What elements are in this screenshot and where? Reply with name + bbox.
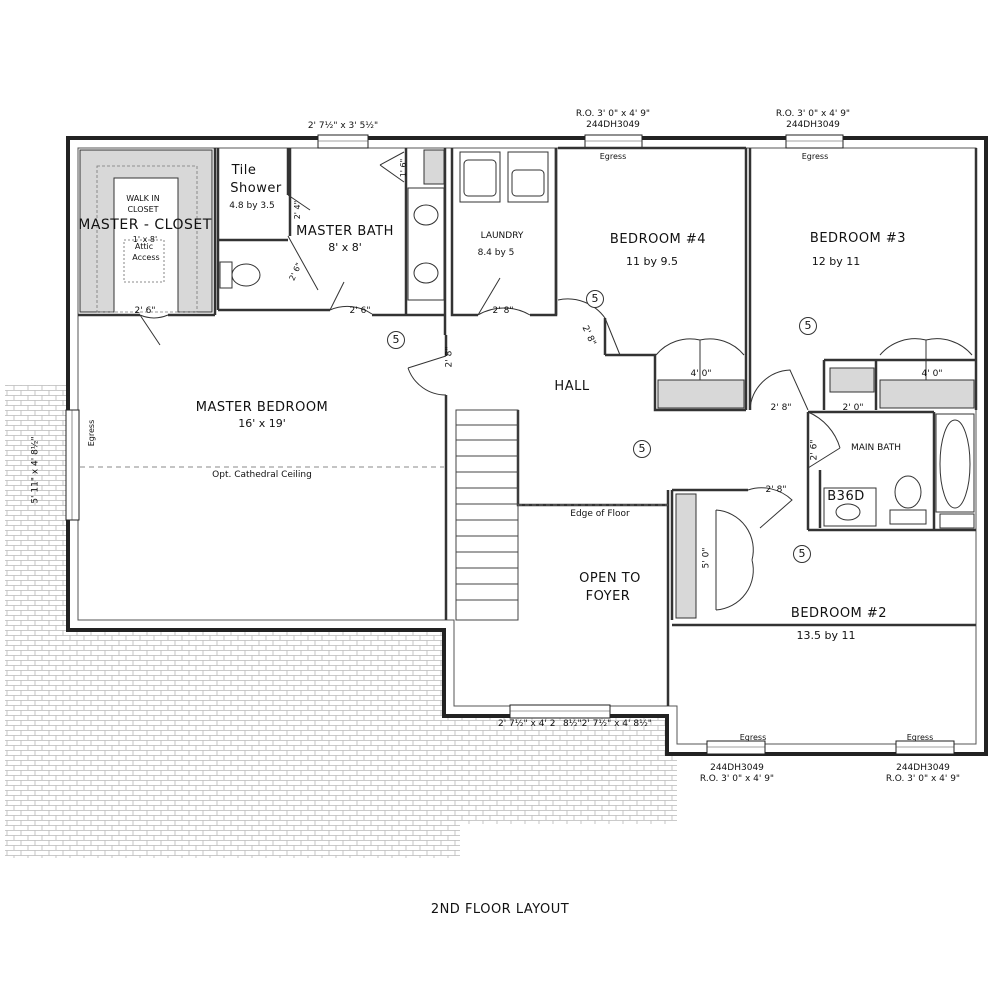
window-master-size: 5' 11" x 4' 8½": [30, 436, 41, 504]
door-bed2-dim: 2' 8": [765, 485, 787, 495]
edge-of-floor-label: Edge of Floor: [570, 509, 630, 519]
bed2-closet-dim: 5' 0": [701, 547, 712, 569]
window-bed3-ro: R.O. 3' 0" x 4' 9": [775, 109, 851, 119]
closet-label: CLOSET: [127, 205, 159, 214]
window-foyer-a: 2' 7½" x 4' 2: [498, 719, 556, 729]
egress-bed4: Egress: [599, 152, 627, 161]
door-main-bath-dim: 2' 6": [809, 439, 820, 461]
main-bath-label: MAIN BATH: [850, 443, 902, 453]
laundry-label: LAUNDRY: [480, 231, 524, 241]
closet-shelves: [79, 149, 975, 619]
foyer-label: FOYER: [585, 589, 631, 604]
marker-circle: 5: [799, 317, 817, 335]
staircase: [455, 409, 519, 621]
roof-area-front: [445, 716, 677, 824]
bath-fixtures: [219, 151, 975, 529]
egress-bed2-b: Egress: [906, 733, 934, 742]
window-foyer-b: 8½"2' 7½" x 4' 8½": [563, 719, 652, 729]
door-master-dim: 2' 8": [444, 346, 455, 368]
roof-area-left: [5, 385, 69, 633]
roof-area-lower-left: [5, 630, 460, 858]
exterior-wall: [66, 136, 988, 756]
door-bath-dim: 2' 6": [349, 306, 371, 316]
laundry-size: 8.4 by 5: [477, 248, 515, 258]
egress-bed3: Egress: [801, 152, 829, 161]
egress-bed2-a: Egress: [739, 733, 767, 742]
window-bed4-code: 244DH3049: [586, 120, 640, 130]
master-bedroom-size: 16' x 19': [238, 417, 286, 430]
window-bed3-code: 244DH3049: [786, 120, 840, 130]
attic-label: Attic: [134, 242, 154, 251]
hall-label: HALL: [554, 379, 590, 394]
window-bed4-ro: R.O. 3' 0" x 4' 9": [575, 109, 651, 119]
bedroom-4-size: 11 by 9.5: [626, 255, 678, 268]
bedroom-4-label: BEDROOM #4: [609, 232, 707, 247]
bedroom-3-label: BEDROOM #3: [809, 231, 907, 246]
master-bedroom-label: MASTER BEDROOM: [195, 400, 329, 415]
door-closet-dim: 2' 6": [134, 306, 156, 316]
cathedral-ceiling-label: Opt. Cathedral Ceiling: [212, 470, 312, 480]
bath-closet-dim: 1' 6": [399, 158, 408, 178]
window-openings: [65, 134, 955, 755]
marker-circle: 5: [586, 290, 604, 308]
tile-shower-size: 4.8 by 3.5: [229, 201, 275, 211]
attic-dim-label: 1' x 8': [132, 235, 158, 244]
bed3-closet-dim: 4' 0": [921, 369, 943, 379]
tile-label: Tile: [231, 163, 257, 178]
shower-label: Shower: [230, 181, 282, 196]
master-closet-label: MASTER - CLOSET: [78, 217, 212, 233]
door-bed3-dim: 2' 8": [770, 403, 792, 413]
window-bed2b-ro: R.O. 3' 0" x 4' 9": [885, 774, 961, 784]
egress-master: Egress: [87, 419, 96, 447]
window-bed2b-code: 244DH3049: [896, 763, 950, 773]
marker-circle: 5: [387, 331, 405, 349]
open-to-label: OPEN TO: [579, 571, 641, 586]
b36d-label: B36D: [827, 489, 865, 504]
bedroom-3-size: 12 by 11: [811, 255, 861, 268]
master-bath-label: MASTER BATH: [296, 224, 394, 239]
bedroom-2-size: 13.5 by 11: [796, 629, 856, 642]
marker-circle: 5: [793, 545, 811, 563]
door-swings: [139, 151, 973, 611]
drawing-title: 2ND FLOOR LAYOUT: [430, 902, 570, 917]
window-bed2a-ro: R.O. 3' 0" x 4' 9": [699, 774, 775, 784]
window-bed2a-code: 244DH3049: [710, 763, 764, 773]
walk-in-label: WALK IN: [126, 194, 160, 203]
shower-door-dim: 2' 4": [293, 200, 302, 220]
marker-circle: 5: [633, 440, 651, 458]
door-laundry-dim: 2' 8": [492, 306, 514, 316]
bedroom-2-label: BEDROOM #2: [790, 606, 888, 621]
linen-door-dim: 2' 0": [842, 403, 864, 413]
access-label: Access: [132, 253, 160, 262]
bed4-closet-dim: 4' 0": [690, 369, 712, 379]
master-bath-size: 8' x 8': [328, 241, 362, 254]
window-bath-size: 2' 7½" x 3' 5½": [307, 121, 379, 131]
